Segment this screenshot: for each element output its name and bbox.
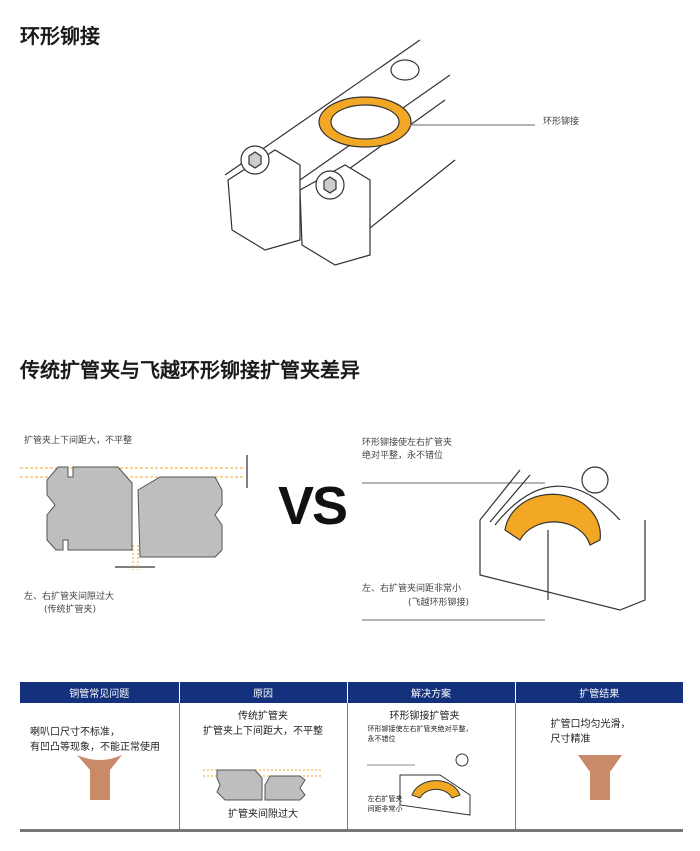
- left-bottom-label: 左、右扩管夹间隙过大: [24, 592, 115, 602]
- right-top-label-1: 环形铆接使左右扩管夹: [362, 438, 453, 448]
- cause-bottom: 扩管夹间隙过大: [228, 809, 298, 820]
- left-top-label: 扩管夹上下间距大，不平整: [24, 436, 133, 446]
- traditional-clamp-diagram: [20, 455, 248, 570]
- problem-line1: 喇叭口尺寸不标准，: [30, 727, 120, 738]
- ring-rivet-callout: 环形铆接: [543, 117, 580, 127]
- section-title-comparison: 传统扩管夹与飞越环形铆接扩管夹差异: [20, 358, 360, 382]
- vs-text: VS: [278, 476, 348, 536]
- section-title-ring-rivet: 环形铆接: [20, 24, 100, 48]
- header-solution: 解决方案: [347, 682, 516, 703]
- problem-line2: 有凹凸等现象，不能正常使用: [30, 742, 160, 753]
- header-result: 扩管结果: [515, 682, 683, 703]
- cause-line1: 扩管夹上下间距大，不平整: [203, 726, 323, 737]
- left-bottom-sublabel: (传统扩管夹): [44, 605, 97, 615]
- solution-bottom2: 间距非常小: [367, 805, 403, 813]
- ring-rivet-clamp-diagram: [362, 466, 646, 621]
- solution-bottom1: 左右扩管夹: [367, 795, 403, 803]
- ring-rivet-diagram: [224, 39, 535, 266]
- result-line2: 尺寸精准: [550, 734, 591, 745]
- header-cause: 原因: [179, 682, 348, 703]
- comparison-table: 铜管常见问题 原因 解决方案 扩管结果 喇叭口尺寸不标准， 有凹凸等现象，不能正…: [20, 682, 683, 832]
- cause-title: 传统扩管夹: [238, 711, 288, 722]
- right-top-label-2: 绝对平整，永不错位: [362, 451, 444, 461]
- solution-line2: 永不错位: [367, 735, 396, 743]
- right-bottom-label-1: 左、右扩管夹间距非常小: [362, 584, 462, 594]
- solution-line1: 环形铆接使左右扩管夹绝对平整，: [367, 725, 473, 733]
- right-bottom-label-2: (飞越环形铆接): [408, 598, 470, 608]
- header-problem: 铜管常见问题: [20, 682, 180, 703]
- result-line1: 扩管口均匀光滑，: [550, 719, 631, 730]
- solution-title: 环形铆接扩管夹: [389, 711, 460, 722]
